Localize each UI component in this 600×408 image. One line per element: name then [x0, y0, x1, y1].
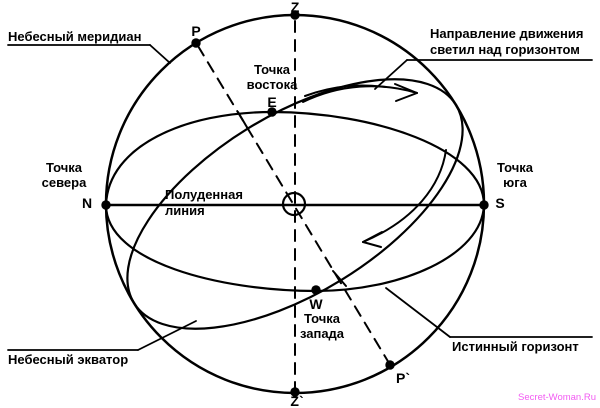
west-point-line2: запада [299, 326, 345, 341]
east-point-label: Точка востока [232, 62, 312, 92]
south-point-line2: юга [503, 175, 527, 190]
motion-arrow-right [362, 149, 447, 248]
noon-line-line1: Полуденная [165, 187, 243, 202]
horizon-leader-line [385, 287, 451, 338]
west-dot [311, 285, 321, 295]
nadir-point-label: Z` [290, 393, 304, 408]
watermark: Secret-Woman.Ru [518, 392, 596, 403]
south-letter-label: S [495, 195, 505, 211]
tick-mark-west [332, 270, 347, 287]
west-letter-label: W [309, 296, 323, 312]
world-axis-dashed-line [197, 45, 390, 364]
west-point-line1: Точка [303, 311, 341, 326]
north-dot [101, 200, 111, 210]
observer-center-circle [281, 191, 307, 217]
motion-direction-line2: светил над горизонтом [430, 42, 580, 57]
meridian-leader-line [149, 44, 171, 64]
east-letter-label: E [267, 94, 277, 110]
nadir-dot [290, 387, 300, 397]
equator-leader-line [137, 320, 197, 351]
motion-direction-label: Направление движения светил над горизонт… [430, 26, 583, 58]
north-point-label: Точка севера [24, 160, 104, 190]
motion-arrow-top [302, 83, 418, 103]
zenith-point-label: Z [290, 0, 300, 15]
south-pole-point-label: P` [396, 370, 410, 386]
north-letter-label: N [81, 195, 93, 211]
noon-line-line2: линия [165, 203, 205, 218]
west-point-label: Точка запада [282, 311, 362, 341]
true-horizon-label: Истинный горизонт [452, 339, 579, 354]
celestial-equator-label: Небесный экватор [8, 352, 129, 367]
south-point-line1: Точка [496, 160, 534, 175]
pole-north-dot [191, 38, 201, 48]
noon-line-label: Полуденная линия [165, 187, 243, 219]
pole-south-dot [385, 360, 395, 370]
zenith-dot [290, 10, 300, 20]
east-point-line2: востока [246, 77, 298, 92]
motion-direction-line1: Направление движения [430, 26, 584, 41]
north-pole-point-label: P [191, 23, 201, 39]
point-dots [101, 10, 489, 397]
leader-lines [7, 44, 593, 351]
tick-mark-east [237, 111, 249, 130]
east-dot [267, 107, 277, 117]
north-point-line2: севера [41, 175, 87, 190]
south-point-label: Точка юга [477, 160, 553, 190]
north-point-line1: Точка [45, 160, 83, 175]
celestial-meridian-label: Небесный меридиан [8, 29, 142, 44]
motion-leader-line [374, 59, 408, 90]
south-dot [479, 200, 489, 210]
east-point-line1: Точка [253, 62, 291, 77]
